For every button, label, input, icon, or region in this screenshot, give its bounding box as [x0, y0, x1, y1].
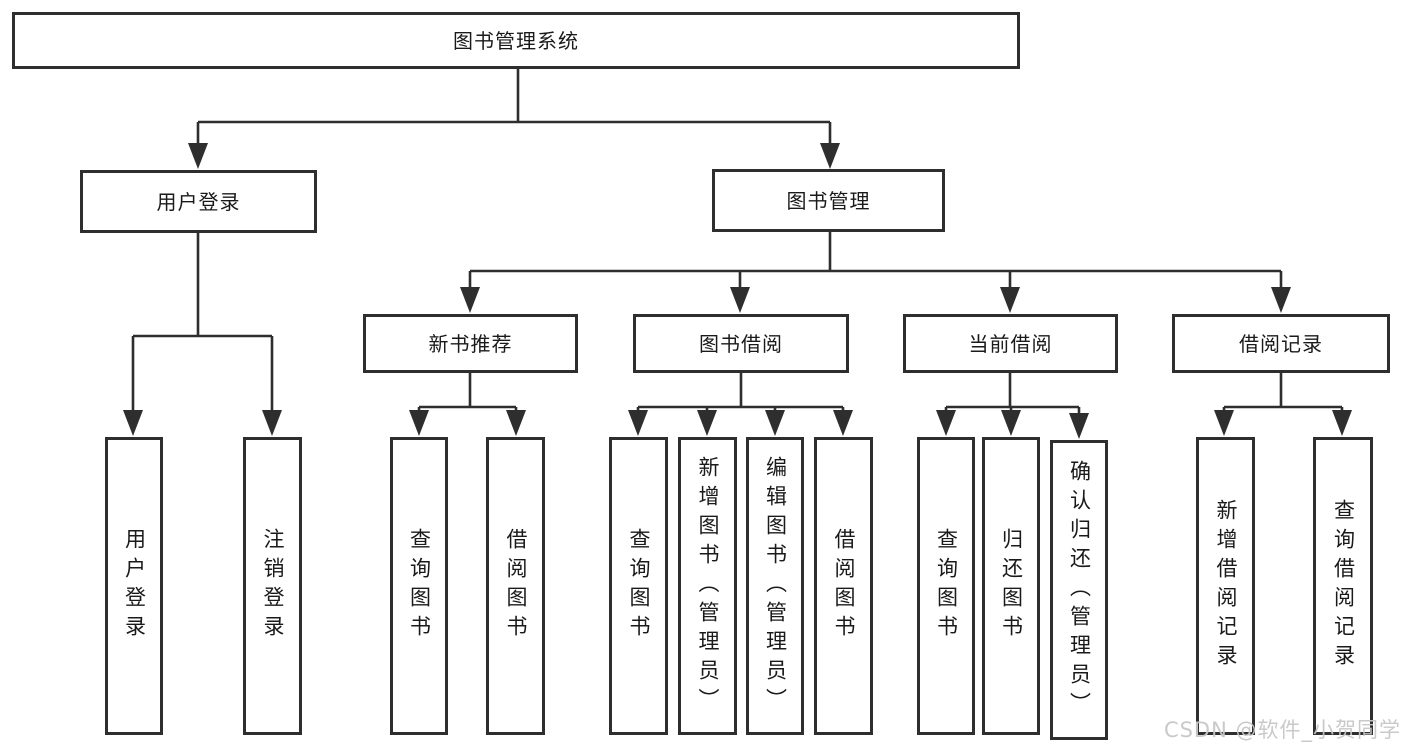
leaf-borrow-query-book-label: 查询图书: [627, 528, 651, 644]
csdn-watermark: CSDN @软件_小贺同学: [1163, 718, 1401, 742]
leaf-current-confirm-return-admin: 确认归还（管理员）: [1050, 440, 1108, 740]
leaf-current-query-book-label: 查询图书: [934, 528, 959, 644]
leaf-user-login: 用户登录: [105, 437, 163, 735]
leaf-user-login-label: 用户登录: [122, 528, 147, 644]
node-book-management: 图书管理: [712, 169, 945, 232]
node-borrow-record: 借阅记录: [1172, 314, 1390, 373]
node-user-login-label: 用户登录: [156, 189, 241, 214]
leaf-borrow-query-book: 查询图书: [609, 437, 668, 735]
leaf-current-return-book: 归还图书: [982, 437, 1040, 735]
node-root: 图书管理系统: [12, 12, 1020, 69]
leaf-borrow-edit-book-admin: 编辑图书（管理员）: [746, 437, 804, 735]
leaf-logout-label: 注销登录: [261, 528, 285, 644]
node-book-borrow-label: 图书借阅: [699, 331, 783, 356]
arrowhead-layer: [123, 143, 1352, 439]
leaf-borrow-edit-book-admin-label: 编辑图书（管理员）: [763, 455, 788, 717]
leaf-logout: 注销登录: [243, 437, 302, 735]
leaf-newbook-query-book: 查询图书: [390, 437, 448, 735]
node-book-borrow: 图书借阅: [633, 314, 849, 373]
leaf-record-add: 新增借阅记录: [1196, 437, 1255, 735]
node-book-management-label: 图书管理: [786, 188, 871, 213]
leaf-borrow-borrow-book: 借阅图书: [814, 437, 873, 735]
node-current-borrow-label: 当前借阅: [968, 331, 1053, 356]
leaf-borrow-add-book-admin: 新增图书（管理员）: [678, 437, 737, 735]
leaf-current-return-book-label: 归还图书: [999, 528, 1024, 644]
leaf-borrow-add-book-admin-label: 新增图书（管理员）: [696, 455, 720, 717]
node-user-login: 用户登录: [80, 170, 317, 233]
leaf-newbook-borrow-book-label: 借阅图书: [504, 528, 528, 644]
node-borrow-record-label: 借阅记录: [1239, 331, 1323, 356]
node-new-book-recommend: 新书推荐: [363, 314, 578, 373]
node-root-label: 图书管理系统: [453, 28, 579, 53]
node-new-book-recommend-label: 新书推荐: [428, 331, 513, 356]
leaf-record-query-label: 查询借阅记录: [1331, 499, 1356, 673]
leaf-newbook-borrow-book: 借阅图书: [486, 437, 545, 735]
leaf-current-confirm-return-admin-label: 确认归还（管理员）: [1067, 459, 1092, 721]
leaf-borrow-borrow-book-label: 借阅图书: [832, 528, 856, 644]
node-current-borrow: 当前借阅: [903, 314, 1118, 373]
leaf-current-query-book: 查询图书: [917, 437, 975, 735]
leaf-record-add-label: 新增借阅记录: [1214, 499, 1238, 673]
leaf-record-query: 查询借阅记录: [1313, 437, 1373, 735]
leaf-newbook-query-book-label: 查询图书: [407, 528, 432, 644]
